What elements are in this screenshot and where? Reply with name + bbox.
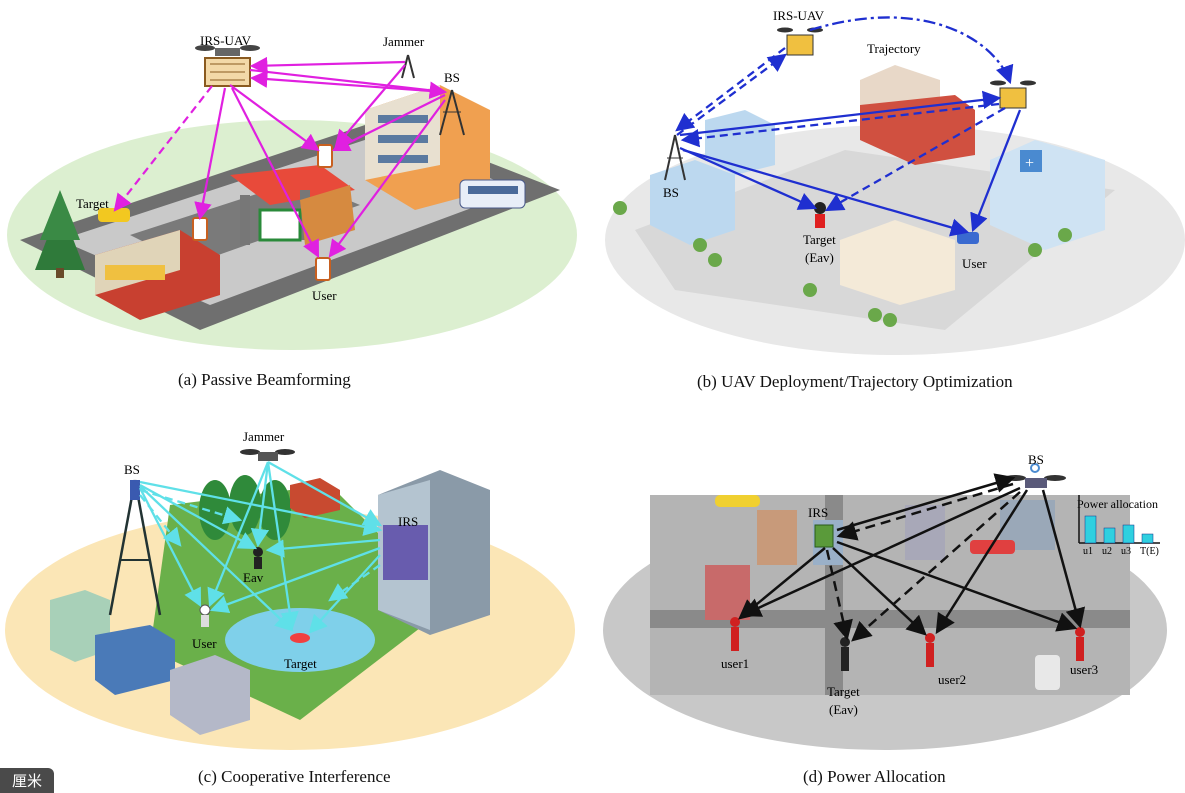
power-tick-label: T(E): [1140, 546, 1159, 557]
target-label: Target: [284, 656, 317, 671]
power-tick-label: u1: [1083, 546, 1093, 557]
user-car-icon: [957, 232, 979, 244]
phone-icon: [317, 144, 333, 168]
signal-links: [738, 473, 1086, 642]
panel-a-illustration: IRS-UAV Jammer BS Target User: [7, 33, 577, 350]
vehicles: [715, 495, 1060, 690]
skyscraper-building: [378, 470, 490, 635]
eav-label: (Eav): [805, 250, 834, 265]
trees: [613, 201, 1072, 327]
jammer-label: Jammer: [383, 34, 425, 49]
small-buildings: [50, 478, 340, 735]
caption-b: (b) UAV Deployment/Trajectory Optimizati…: [697, 372, 1013, 391]
panel-d: Power allocation u1 u2 u3 T(E) BS IRS user1…: [595, 400, 1185, 760]
bs-label: BS: [663, 185, 679, 200]
bs-label: BS: [124, 462, 140, 477]
eav-person-icon: [253, 547, 263, 569]
power-tick-label: u3: [1121, 546, 1131, 557]
user-person-icons: [730, 617, 1085, 667]
user-label: User: [312, 288, 337, 303]
power-allocation-chart: Power allocation u1 u2 u3 T(E): [1077, 495, 1160, 557]
gas-station: [230, 165, 355, 245]
hospital-building: +: [990, 140, 1105, 250]
store-building: [95, 230, 220, 320]
caption-c: (c) Cooperative Interference: [198, 767, 391, 786]
power-bar-T(E): [1141, 533, 1154, 544]
power-tick-labels: u1 u2 u3 T(E): [1083, 546, 1159, 557]
panel-c: Jammer BS IRS Eav User Target: [0, 400, 590, 760]
power-bar-u3: [1122, 524, 1135, 544]
bus: [459, 179, 526, 209]
signal-links: [138, 460, 383, 634]
irs-uav-icon: [777, 27, 823, 56]
power-bar-u1: [1084, 515, 1097, 544]
eav-label: Eav: [243, 570, 264, 585]
panel-b-illustration: + IRS-UAV Tr: [605, 8, 1185, 355]
irs-uav-label: IRS-UAV: [200, 33, 252, 48]
irs-panel-icon: [814, 524, 834, 548]
irs-uav-icon: [990, 80, 1036, 109]
city-building: [860, 65, 975, 165]
bs-label: BS: [444, 70, 460, 85]
bs-tower-icon: [108, 479, 162, 616]
irs-label: IRS: [808, 505, 828, 520]
user-label: User: [192, 636, 217, 651]
irs-label: IRS: [398, 514, 418, 529]
eav-label: (Eav): [829, 702, 858, 717]
bs-label: BS: [1028, 452, 1044, 467]
jammer-label: Jammer: [243, 429, 285, 444]
phone-icon: [315, 257, 331, 281]
corner-badge: 厘米: [0, 768, 54, 793]
tree: [35, 190, 85, 278]
panel-c-illustration: Jammer BS IRS Eav User Target: [5, 429, 575, 750]
target-person-icon: [840, 637, 850, 671]
user3-label: user3: [1070, 662, 1098, 677]
museum-building: [840, 220, 955, 305]
power-bar-u2: [1103, 527, 1116, 544]
caption-d: (d) Power Allocation: [803, 767, 946, 786]
bs-tower-icon: [439, 89, 465, 136]
irs-uav-icon: [195, 45, 260, 87]
user-label: User: [962, 256, 987, 271]
trajectory-label: Trajectory: [867, 41, 921, 56]
jammer-uav-icon: [240, 449, 295, 461]
user2-label: user2: [938, 672, 966, 687]
caption-a: (a) Passive Beamforming: [178, 370, 351, 389]
power-tick-label: u2: [1102, 546, 1112, 557]
panel-d-illustration: Power allocation u1 u2 u3 T(E) BS IRS user1…: [603, 452, 1167, 750]
target-boat-icon: [290, 633, 310, 643]
bs-uav-icon: [1004, 463, 1066, 488]
signal-links: [675, 16, 1022, 237]
user-person-icon: [199, 604, 211, 627]
svg-text:+: +: [1025, 155, 1034, 172]
power-bars: [1084, 515, 1154, 544]
panel-b: + IRS-UAV Tr: [595, 0, 1185, 400]
phone-icon: [192, 217, 208, 241]
target-label: Target: [803, 232, 836, 247]
target-label: Target: [76, 196, 109, 211]
signal-links: [113, 56, 448, 258]
target-person-icon: [814, 202, 826, 228]
panel-a: IRS-UAV Jammer BS Target User: [0, 0, 590, 400]
irs-uav-label: IRS-UAV: [773, 8, 825, 23]
power-allocation-title: Power allocation: [1077, 497, 1158, 511]
target-label: Target: [827, 684, 860, 699]
bs-tower-icon: [664, 134, 686, 181]
user1-label: user1: [721, 656, 749, 671]
